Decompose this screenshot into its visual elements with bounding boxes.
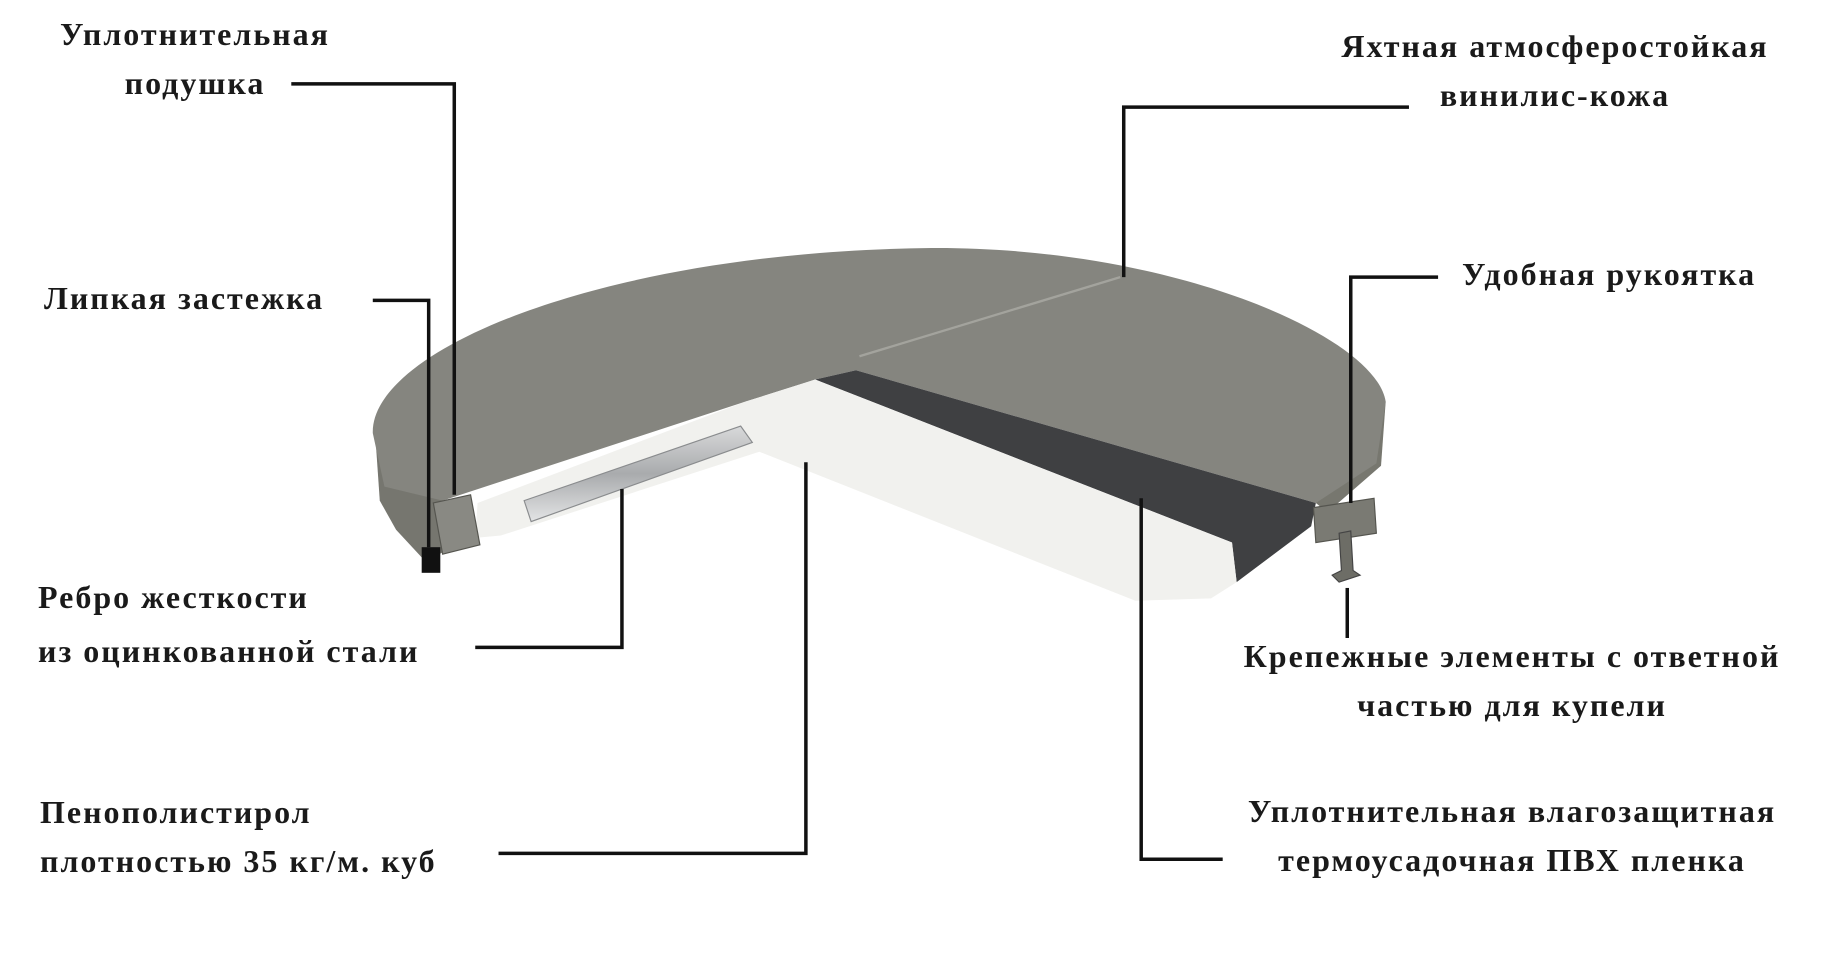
label-line: подушка <box>124 65 266 101</box>
label-line: термоусадочная ПВХ пленка <box>1278 842 1746 878</box>
foam-layer <box>475 379 1237 601</box>
label-line: плотностью 35 кг/м. куб <box>40 843 437 879</box>
label-line: из оцинкованной стали <box>38 633 420 669</box>
sealing-cushion-cap <box>432 494 481 555</box>
leader-vinyl <box>1121 105 1409 278</box>
label-line: Удобная рукоятка <box>1462 256 1757 292</box>
label-velcro: Липкая застежка <box>44 274 324 323</box>
steel-rib <box>523 425 754 523</box>
vinyl-top-surface <box>372 247 1386 503</box>
label-line: винилис-кожа <box>1439 77 1671 113</box>
label-line: Уплотнительная <box>60 16 330 52</box>
leader-velcro <box>372 298 431 548</box>
label-foam: Пенополистирол плотностью 35 кг/м. куб <box>40 788 437 886</box>
label-line: частью для купели <box>1357 687 1667 723</box>
label-steel-rib: Ребро жесткости из оцинкованной стали <box>38 570 419 678</box>
label-fasteners: Крепежные элементы с ответной частью для… <box>1212 632 1812 730</box>
leader-steel-rib <box>475 488 624 650</box>
label-vinyl: Яхтная атмосферостойкая винилис-кожа <box>1310 22 1800 120</box>
handle <box>1312 497 1377 544</box>
pvc-film-layer <box>815 370 1316 583</box>
label-line: Ребро жесткости <box>38 579 309 615</box>
label-line: Пенополистирол <box>40 794 312 830</box>
leader-handle <box>1349 275 1439 503</box>
label-line: Липкая застежка <box>44 280 325 316</box>
leader-pvc-film <box>1139 498 1223 861</box>
leader-foam <box>498 462 808 856</box>
label-line: Яхтная атмосферостойкая <box>1341 28 1769 64</box>
leader-lines <box>291 82 1439 861</box>
vinyl-seam <box>859 275 1121 358</box>
velcro-strip <box>421 547 441 573</box>
label-line: Крепежные элементы с ответной <box>1243 638 1781 674</box>
label-line: Уплотнительная влагозащитная <box>1247 793 1777 829</box>
label-pvc-film: Уплотнительная влагозащитная термоусадоч… <box>1212 787 1812 885</box>
label-sealing-cushion: Уплотнительная подушка <box>40 10 350 108</box>
fastener-strap <box>1331 530 1362 583</box>
label-handle: Удобная рукоятка <box>1462 250 1756 299</box>
leader-sealing-cushion <box>291 82 457 495</box>
